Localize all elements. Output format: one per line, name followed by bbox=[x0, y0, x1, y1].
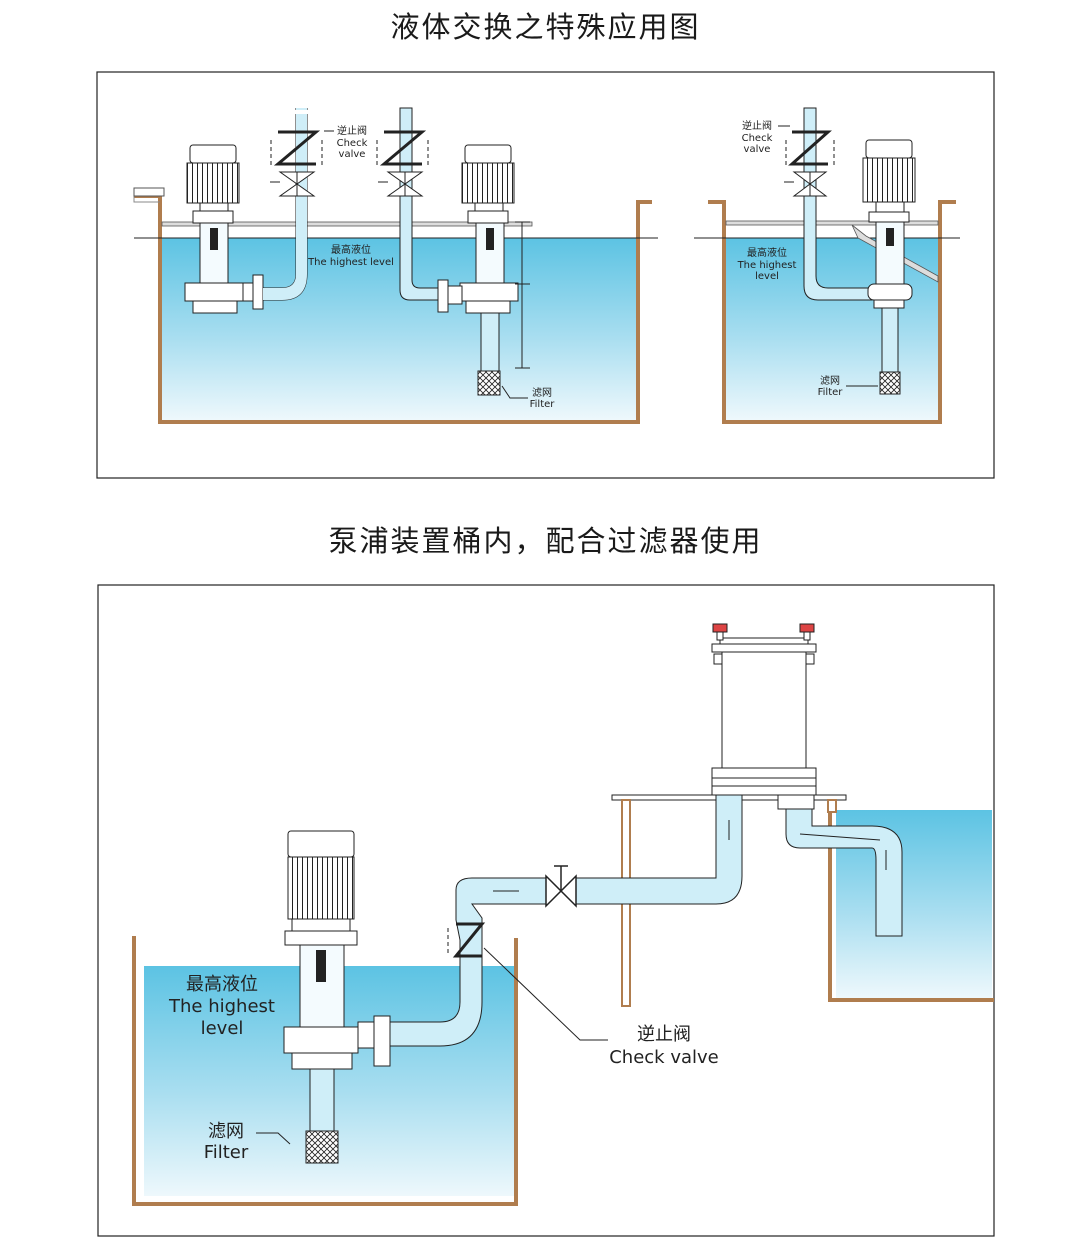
filter-en-a: Filter bbox=[530, 399, 556, 410]
filter-inlet-pipe bbox=[575, 794, 743, 905]
pump-a2 bbox=[437, 144, 519, 396]
diagram-2-frame bbox=[97, 584, 995, 1237]
highest-level-cn-b: 最高液位 bbox=[747, 246, 787, 259]
check-valve-en2-b: valve bbox=[744, 144, 771, 155]
filter-en: Filter bbox=[204, 1142, 249, 1163]
highest-level-en1-b: The highest bbox=[737, 260, 797, 271]
filter-cn-b: 滤网 bbox=[820, 374, 840, 387]
outlet-pipe bbox=[377, 877, 547, 1047]
filter-b bbox=[879, 371, 901, 395]
gate-valve bbox=[545, 865, 577, 908]
diagram-1-frame bbox=[96, 71, 995, 479]
filter-housing bbox=[711, 623, 817, 810]
pump-b bbox=[862, 139, 916, 395]
filter-en-b: Filter bbox=[818, 387, 844, 398]
filter-cn-a: 滤网 bbox=[532, 386, 552, 399]
highest-level-cn-a: 最高液位 bbox=[331, 243, 371, 256]
pump-a1 bbox=[184, 144, 264, 314]
highest-level-en1: The highest bbox=[168, 996, 275, 1017]
filter-a bbox=[477, 370, 501, 396]
diagram-1-title: 液体交换之特殊应用图 bbox=[390, 10, 701, 44]
main-pump bbox=[283, 830, 391, 1164]
check-valve-a1 bbox=[270, 110, 323, 197]
highest-level-cn: 最高液位 bbox=[186, 974, 258, 995]
highest-level-en2: level bbox=[201, 1018, 244, 1039]
check-valve-cn-b: 逆止阀 bbox=[742, 119, 772, 132]
check-valve-en1-a: Check bbox=[337, 138, 368, 149]
return-pipe bbox=[785, 808, 903, 937]
filter-cn: 滤网 bbox=[208, 1121, 244, 1142]
main-filter bbox=[305, 1130, 339, 1164]
check-valve-a2 bbox=[376, 130, 429, 197]
check-valve bbox=[447, 922, 486, 958]
check-valve-leader bbox=[483, 947, 608, 1041]
check-valve-en2-a: valve bbox=[339, 149, 366, 160]
highest-level-en2-b: level bbox=[755, 271, 779, 282]
check-valve-en1-b: Check bbox=[742, 133, 773, 144]
check-valve-cn: 逆止阀 bbox=[637, 1024, 691, 1045]
check-valve-cn-a: 逆止阀 bbox=[337, 124, 367, 137]
check-valve-en: Check valve bbox=[609, 1047, 719, 1068]
highest-level-en-a: The highest level bbox=[307, 257, 394, 268]
check-valve-b bbox=[784, 130, 835, 197]
depth-dimension bbox=[515, 221, 530, 369]
tank-a bbox=[133, 187, 658, 424]
diagram-2-title: 泵浦装置桶内，配合过滤器使用 bbox=[328, 524, 763, 558]
